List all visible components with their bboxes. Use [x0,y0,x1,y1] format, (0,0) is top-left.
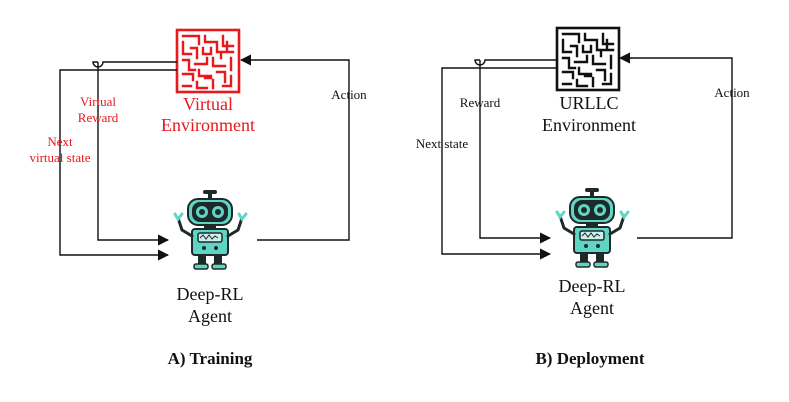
next-state-arrow [59,69,177,261]
agent-label-line2: Agent [188,306,232,326]
caption-deployment: B) Deployment [535,349,644,368]
action-arrow [239,54,350,241]
reward-arrow [92,61,177,240]
env-label-line1: Virtual [183,94,233,114]
caption-training: A) Training [168,349,253,368]
reward-label-line2: Reward [78,110,119,125]
agent-label-line2: Agent [570,298,614,318]
maze-icon [555,26,621,92]
maze-icon [175,28,241,94]
next-state-arrow [441,67,557,260]
panel-training: Virtual Environment Action Virtual Rewar… [29,28,367,368]
action-label: Action [331,87,367,102]
robot-agent-icon [555,186,630,269]
panel-deployment: URLLC Environment Action Reward Next sta… [416,26,750,368]
env-label-line2: Environment [161,115,255,135]
reward-label-line1: Virtual [80,94,116,109]
env-label-line2: Environment [542,115,636,135]
agent-label-line1: Deep-RL [177,284,244,304]
reward-label: Reward [460,95,501,110]
state-label-line1: Next [47,134,73,149]
state-label: Next state [416,136,469,151]
robot-agent-icon [173,188,248,271]
agent-label-line1: Deep-RL [559,276,626,296]
state-label-line2: virtual state [29,150,90,165]
env-label-line1: URLLC [559,93,618,113]
action-label: Action [714,85,750,100]
reward-arrow [474,59,557,238]
action-arrow [618,52,733,239]
